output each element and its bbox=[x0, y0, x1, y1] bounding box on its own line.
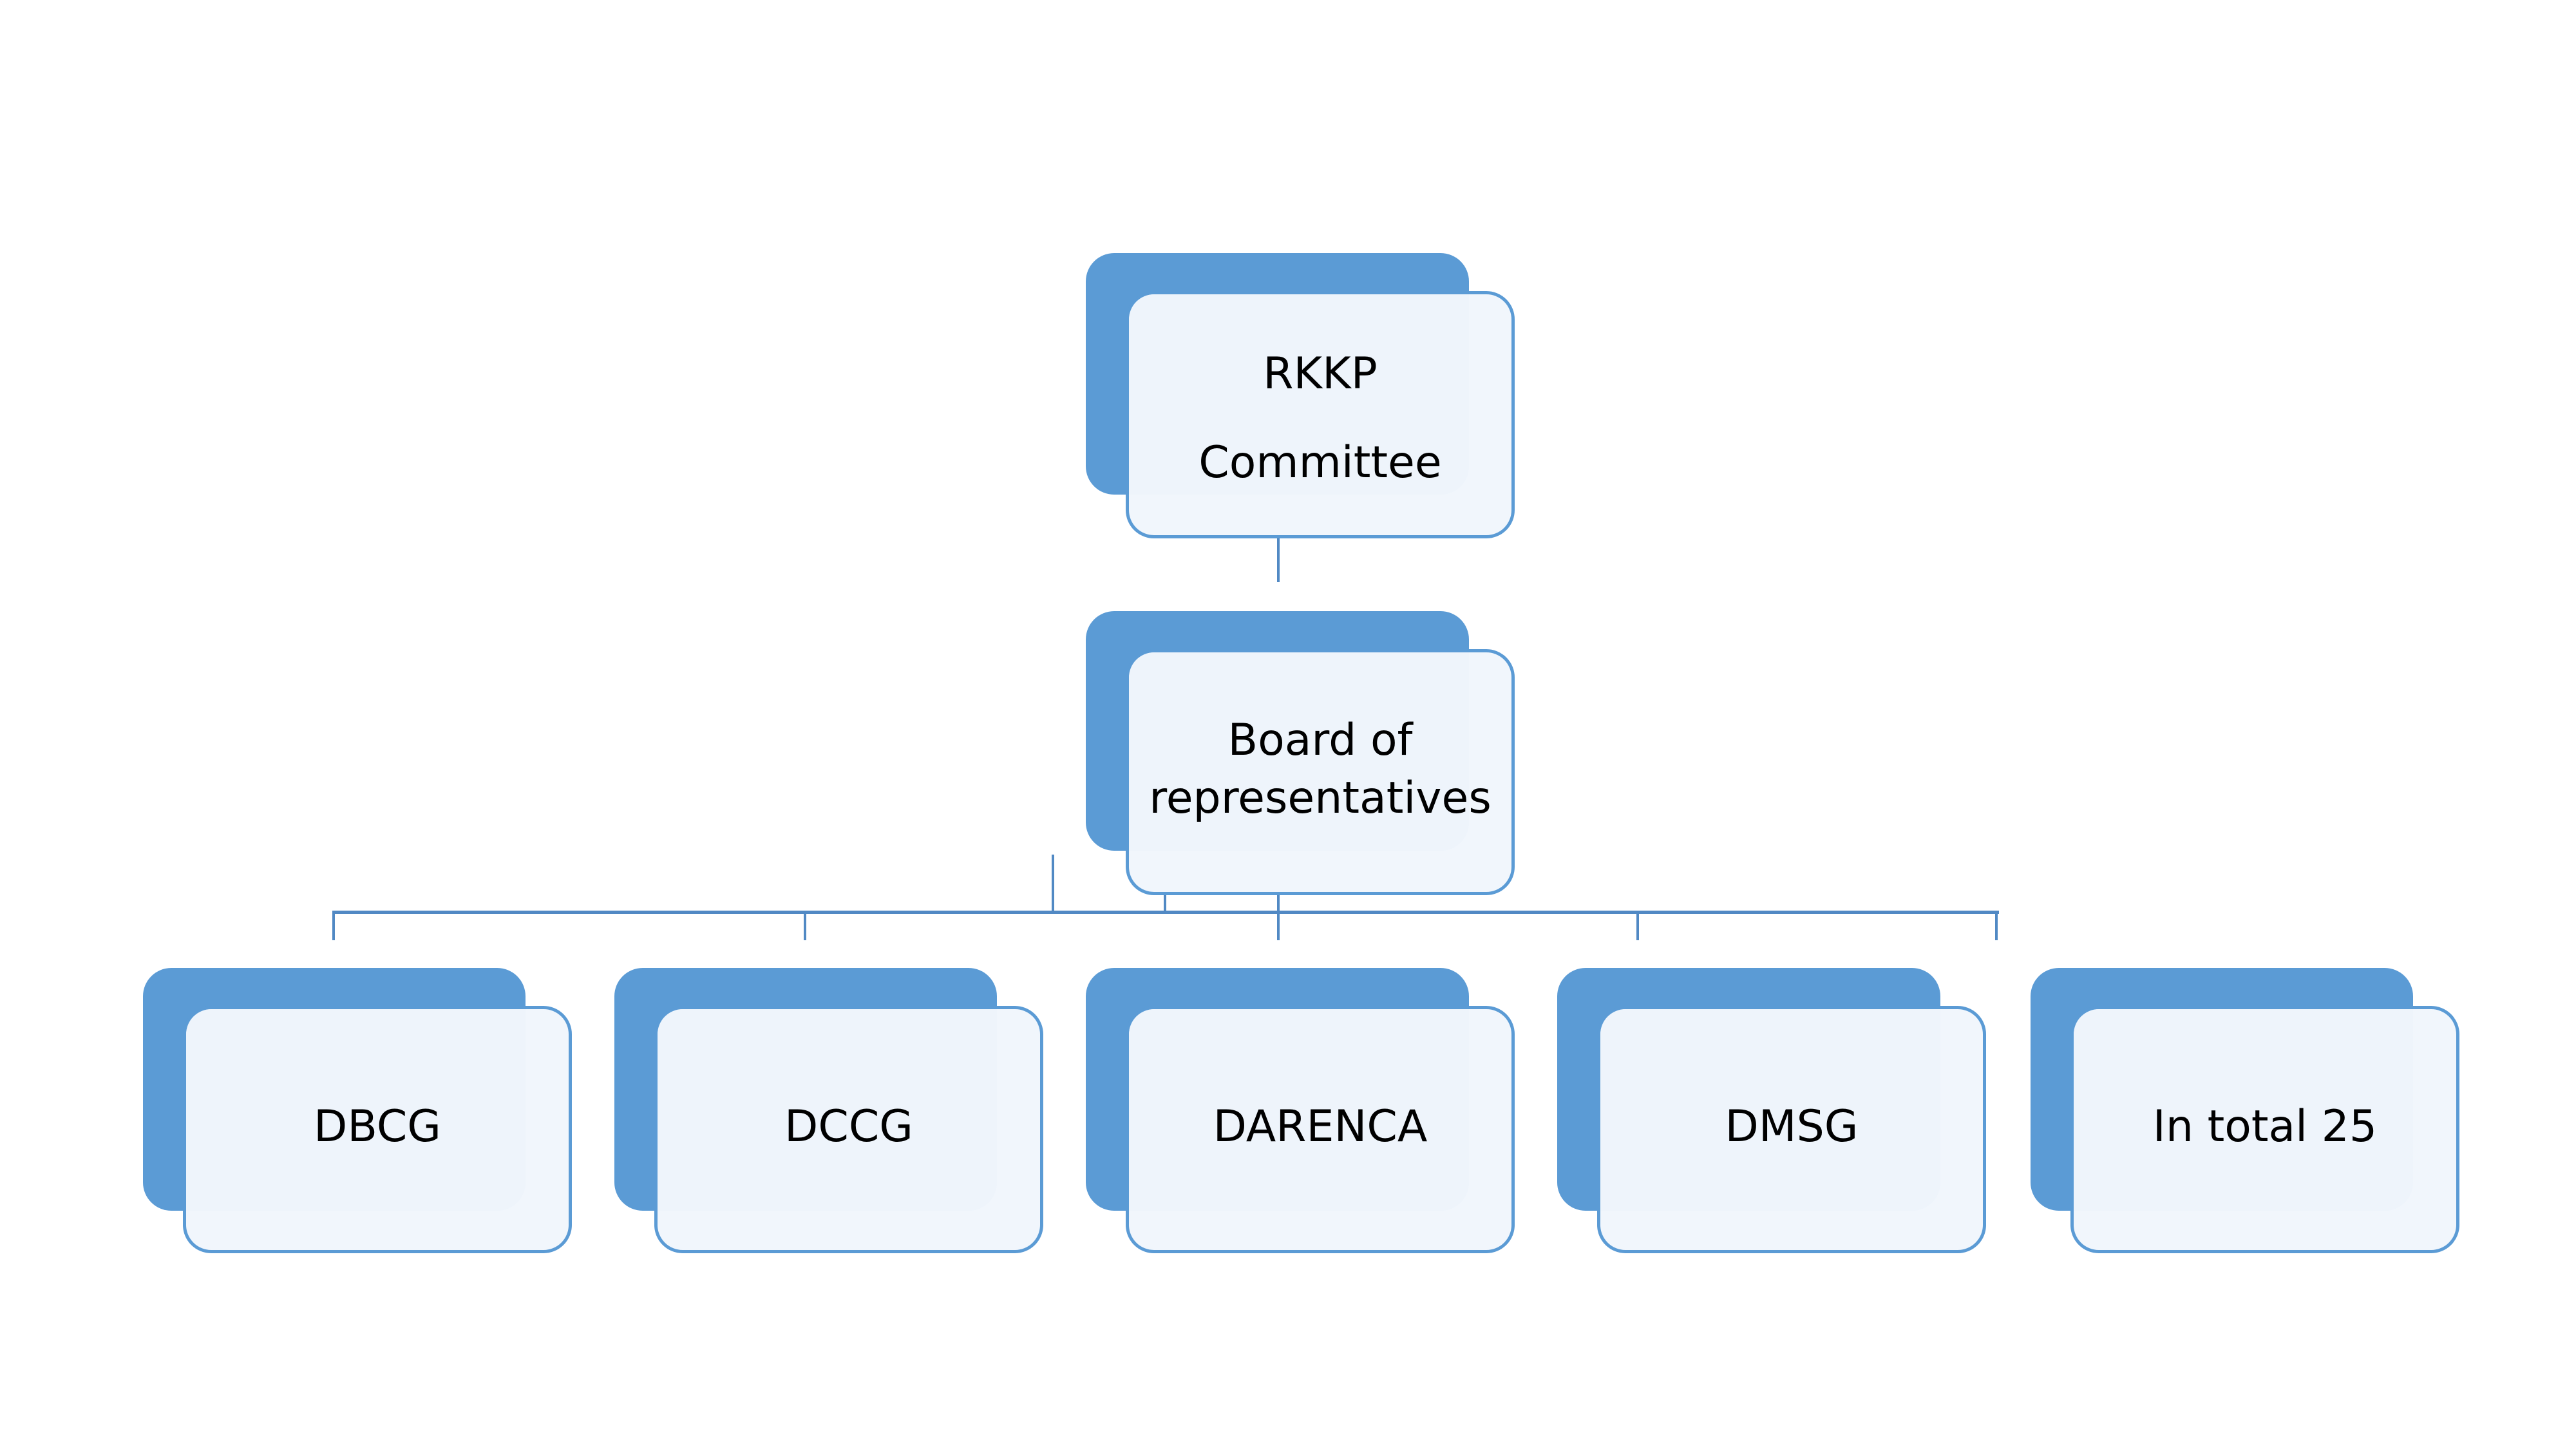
connector-root-to-board bbox=[1277, 537, 1280, 582]
connector-drop-dccg bbox=[804, 911, 806, 940]
connector-drop-dmsg bbox=[1636, 911, 1639, 940]
connector-drop-darenca bbox=[1277, 911, 1280, 940]
node-label: DARENCA bbox=[1213, 1101, 1428, 1153]
node-label-line-2: representatives bbox=[1149, 773, 1492, 824]
connector-board-stub-left bbox=[1052, 855, 1054, 913]
node-front-overlap bbox=[658, 1009, 997, 1211]
node-front-overlap bbox=[1600, 1009, 1940, 1211]
node-label: DBCG bbox=[314, 1101, 441, 1153]
node-front-overlap bbox=[186, 1009, 526, 1211]
node-front-overlap bbox=[1129, 652, 1469, 851]
node-label-line-1: RKKP bbox=[1263, 348, 1378, 400]
node-label-line-2: Committee bbox=[1198, 437, 1442, 488]
connector-drop-total bbox=[1995, 911, 1998, 940]
node-label: In total 25 bbox=[2152, 1101, 2378, 1153]
node-front-overlap bbox=[1129, 294, 1469, 495]
node-label: Board of representatives bbox=[1129, 683, 1511, 857]
node-front-overlap bbox=[2074, 1009, 2413, 1211]
node-label: DCCG bbox=[784, 1101, 913, 1153]
connector-board-stub-mid bbox=[1164, 894, 1166, 913]
node-front-overlap bbox=[1129, 1009, 1469, 1211]
connector-drop-dbcg bbox=[332, 911, 335, 940]
node-label-line-1: Board of bbox=[1227, 715, 1413, 766]
connector-board-stub-center bbox=[1277, 894, 1280, 913]
node-label: DMSG bbox=[1725, 1101, 1859, 1153]
node-label: RKKP Committee bbox=[1129, 322, 1511, 515]
